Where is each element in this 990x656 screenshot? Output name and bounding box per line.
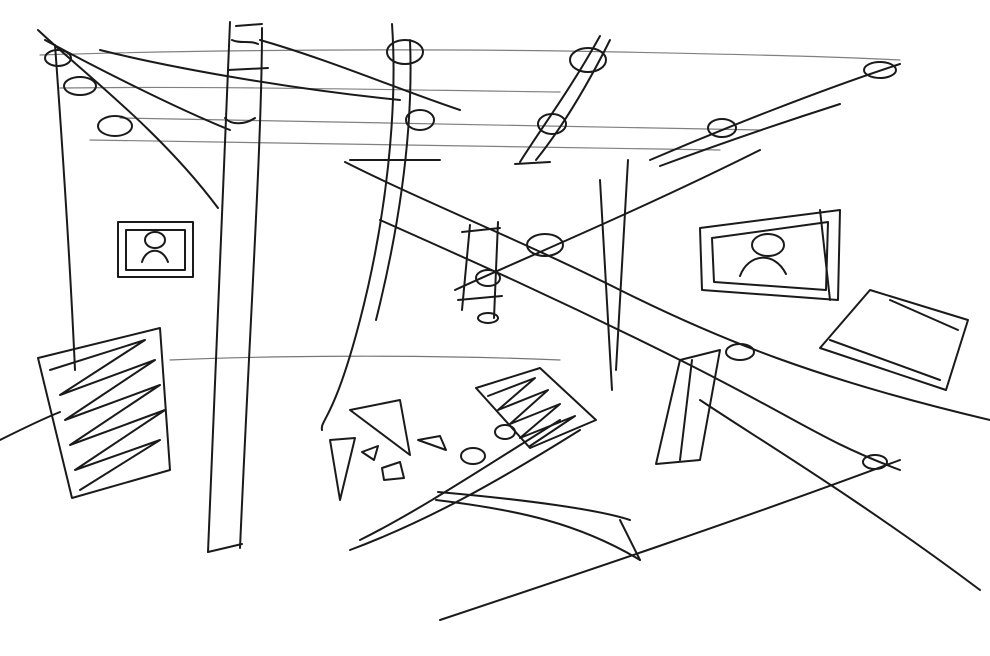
right-framed-picture xyxy=(699,209,841,301)
floor-light-beam xyxy=(349,419,581,551)
middle-leaning-column xyxy=(320,23,441,431)
left-column xyxy=(207,21,269,553)
top-left-beam xyxy=(37,29,231,209)
center-display-stand xyxy=(457,221,503,324)
right-panel xyxy=(655,349,721,465)
floor-sculptures xyxy=(329,399,447,501)
top-right-beam xyxy=(649,61,901,167)
crossing-beams xyxy=(99,39,990,471)
top-center-light xyxy=(514,35,611,165)
lower-right-beams xyxy=(435,343,981,621)
ceiling-guide-lines xyxy=(39,49,901,151)
sketch-strokes xyxy=(0,21,990,621)
center-vertical-lines xyxy=(599,159,629,391)
far-right-bench xyxy=(819,289,969,391)
left-hatched-panel xyxy=(0,327,171,499)
left-wall-edge xyxy=(54,44,76,371)
floor-horizon-line xyxy=(169,355,561,361)
left-framed-picture xyxy=(117,221,194,278)
